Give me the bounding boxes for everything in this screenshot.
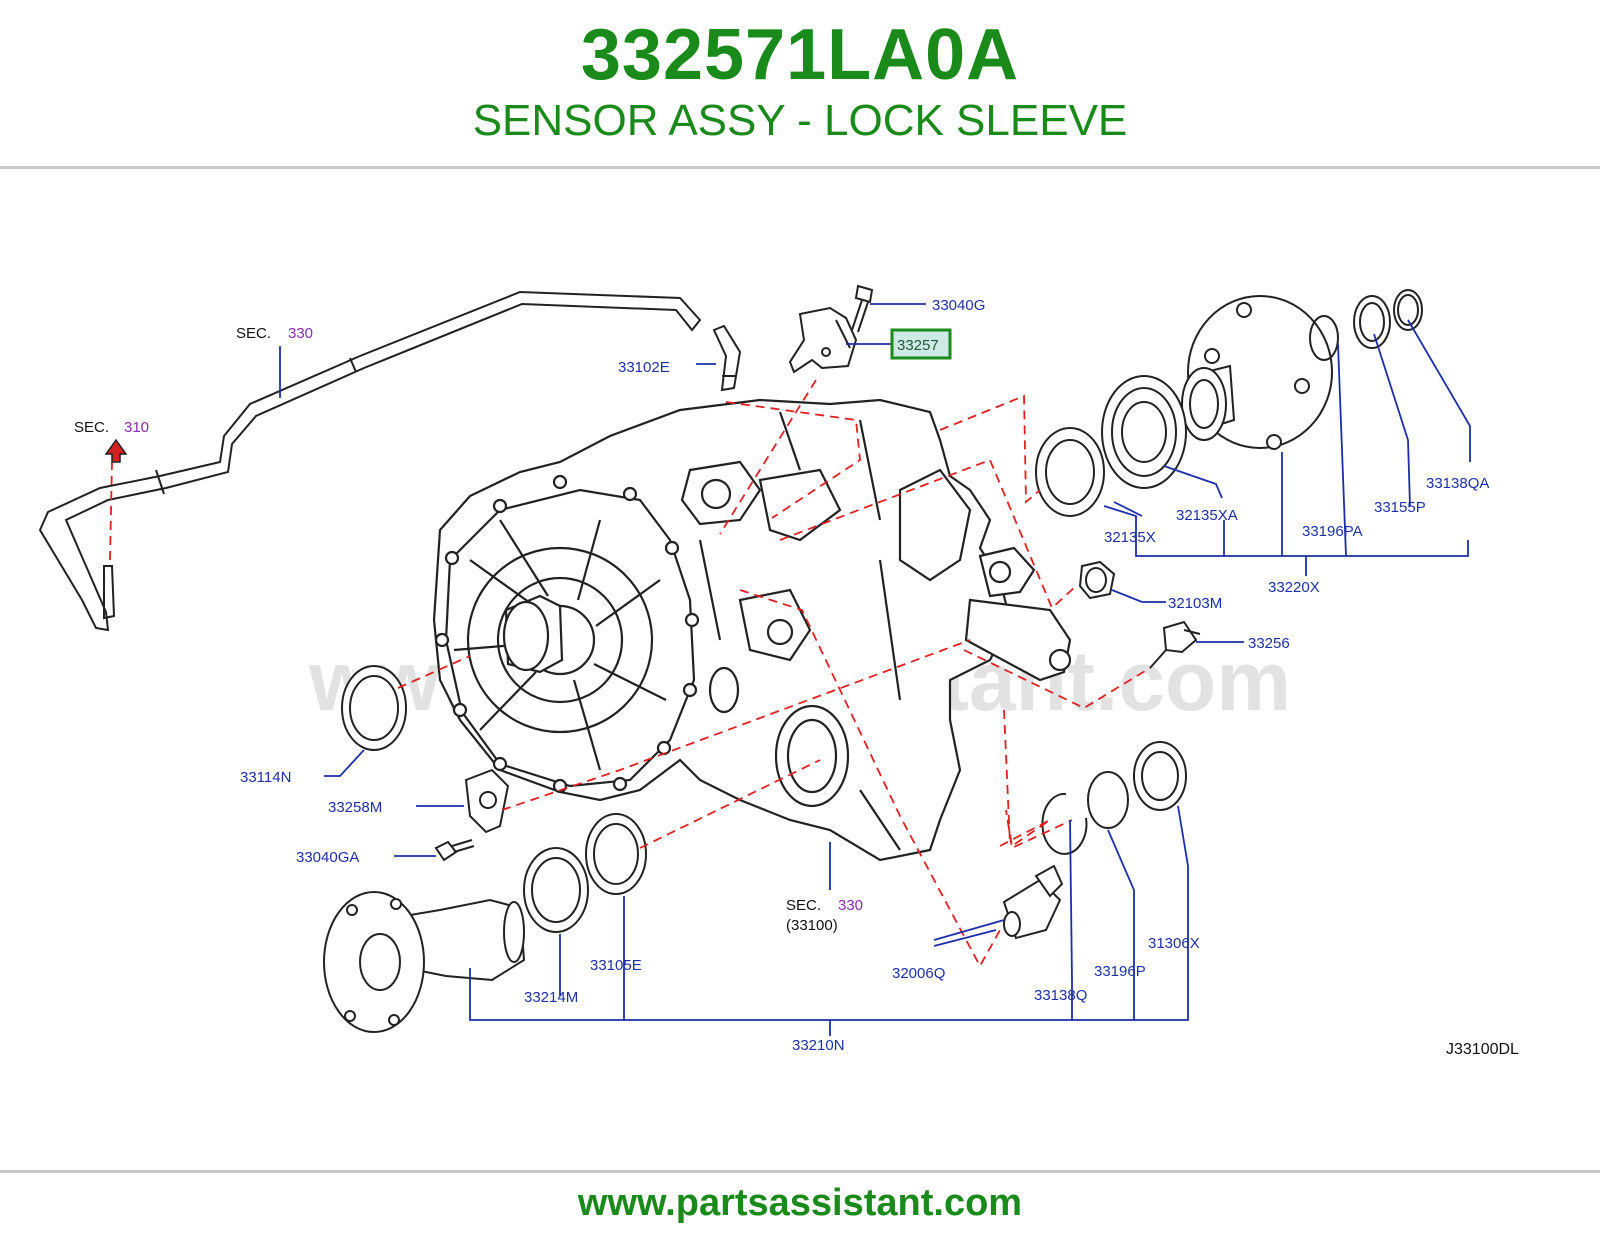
label-33102e[interactable]: 33102E xyxy=(618,359,670,376)
assembly-guide-lines xyxy=(109,379,1151,968)
bearing-31306x xyxy=(1133,741,1187,811)
label-33196pa[interactable]: 33196PA xyxy=(1302,523,1363,540)
snap-ring-33138q xyxy=(1041,792,1088,855)
label-33105e[interactable]: 33105E xyxy=(590,957,642,974)
oil-seal-33105e xyxy=(585,813,647,895)
bearing-32135xa xyxy=(1101,375,1187,489)
label-33138q[interactable]: 33138Q xyxy=(1034,987,1087,1004)
section-number: 330 xyxy=(838,897,863,914)
label-33257[interactable]: 33257 xyxy=(897,337,939,354)
footer-divider xyxy=(0,1170,1600,1173)
plug-32103m xyxy=(1078,560,1116,600)
elbow-hose xyxy=(712,324,742,392)
highlighted-part-box[interactable] xyxy=(890,328,952,360)
label-leader-lines xyxy=(279,303,1471,1036)
part-number-title: 332571LA0A xyxy=(580,15,1020,95)
label-33196p[interactable]: 33196P xyxy=(1094,963,1146,980)
section-number: 330 xyxy=(288,325,313,342)
label-33210n[interactable]: 33210N xyxy=(792,1037,845,1054)
section-sub: (33100) xyxy=(786,917,838,934)
bolt-33040g xyxy=(851,284,874,333)
sensor-bracket-33258m xyxy=(464,768,510,834)
label-31306x[interactable]: 31306X xyxy=(1148,935,1200,952)
breather-hose xyxy=(38,290,702,632)
section-prefix: SEC. xyxy=(786,897,821,914)
diagram-code: J33100DL xyxy=(1446,1041,1519,1058)
label-33040g[interactable]: 33040G xyxy=(932,297,985,314)
section-prefix: SEC. xyxy=(74,419,109,436)
section-prefix: SEC. xyxy=(236,325,271,342)
hose-end-fitting xyxy=(103,565,116,620)
rear-output-flange-33210n xyxy=(323,891,526,1033)
label-32135x[interactable]: 32135X xyxy=(1104,529,1156,546)
section-ref-330-bottom: SEC. 330 (33100) xyxy=(786,897,863,934)
label-33155p[interactable]: 33155P xyxy=(1374,499,1426,516)
oil-seal-33214m xyxy=(523,847,589,933)
transfer-case-housing xyxy=(432,398,1072,862)
sensor-33256 xyxy=(1149,620,1201,669)
label-32135xa[interactable]: 32135XA xyxy=(1176,507,1238,524)
oil-seal-33114n xyxy=(341,665,407,751)
label-33256[interactable]: 33256 xyxy=(1248,635,1290,652)
washer-33155p xyxy=(1353,295,1391,349)
label-32103m[interactable]: 32103M xyxy=(1168,595,1222,612)
snap-ring-33138qa xyxy=(1393,289,1423,331)
front-output-flange-33220x xyxy=(1181,295,1333,450)
label-33040ga[interactable]: 33040GA xyxy=(296,849,359,866)
label-32006q[interactable]: 32006Q xyxy=(892,965,945,982)
label-33258m[interactable]: 33258M xyxy=(328,799,382,816)
section-number: 310 xyxy=(124,419,149,436)
o-ring-33196pa xyxy=(1309,315,1339,361)
label-33214m[interactable]: 33214M xyxy=(524,989,578,1006)
label-33138qa[interactable]: 33138QA xyxy=(1426,475,1489,492)
switch-32006q xyxy=(1002,864,1064,940)
label-33114n[interactable]: 33114N xyxy=(240,769,291,786)
lock-sleeve-sensor xyxy=(788,306,858,374)
o-ring-33196p xyxy=(1087,771,1129,829)
section-ref-330-top: SEC. 330 xyxy=(236,325,313,342)
section-arrow-icon xyxy=(104,438,128,463)
label-33220x[interactable]: 33220X xyxy=(1268,579,1320,596)
bolt-33040ga xyxy=(434,839,475,862)
bearing-32135x xyxy=(1035,427,1105,517)
part-labels: 33040G 33257 33102E 32135XA 32135X 33196… xyxy=(240,297,1489,1054)
part-name-subtitle: SENSOR ASSY - LOCK SLEEVE xyxy=(472,96,1128,145)
footer-link[interactable]: www.partsassistant.com xyxy=(577,1182,1023,1224)
page-header: 332571LA0A SENSOR ASSY - LOCK SLEEVE xyxy=(0,0,1600,168)
header-divider xyxy=(0,166,1600,169)
section-ref-310: SEC. 310 xyxy=(74,419,149,436)
